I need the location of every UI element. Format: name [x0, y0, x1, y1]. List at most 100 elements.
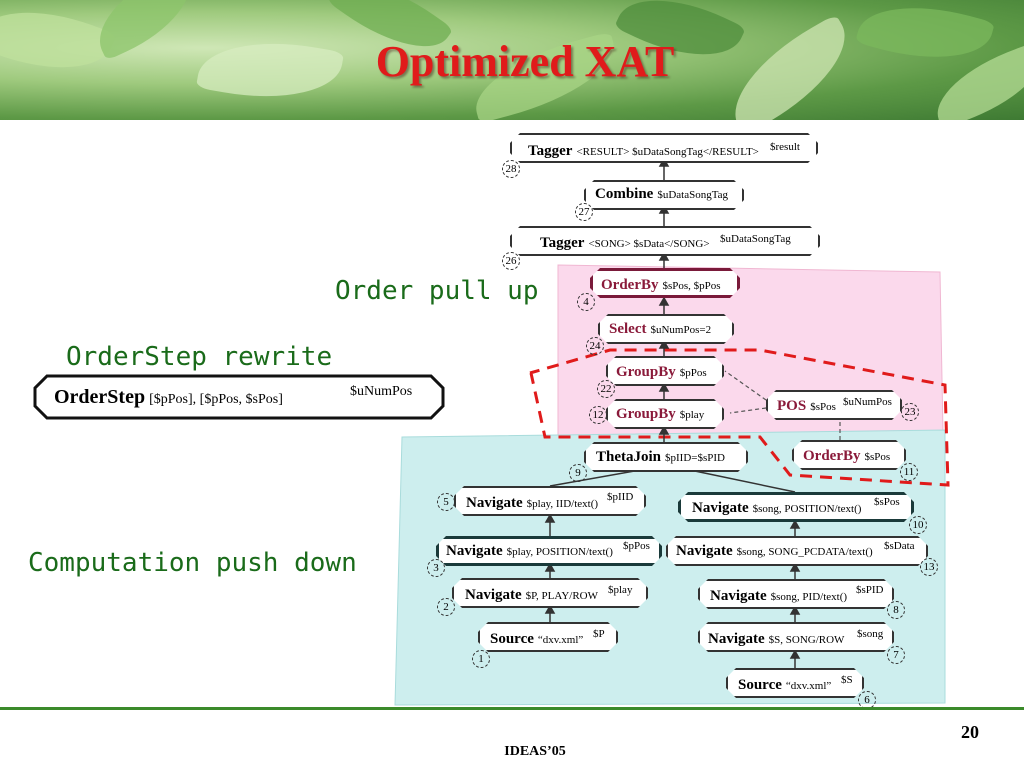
node-5-args: $play, IID/text(): [526, 498, 599, 510]
node-27-op: Combine: [595, 186, 654, 202]
node-28-label: Tagger <RESULT> $uDataSongTag</RESULT>: [528, 142, 759, 160]
node-12-number: 12: [589, 406, 607, 424]
node-23-pos[interactable]: [766, 390, 902, 420]
node-12-op: GroupBy: [616, 406, 676, 422]
node-23-label: POS $sPos: [777, 397, 836, 415]
node-11-orderby[interactable]: [792, 440, 906, 470]
node-9-number: 9: [569, 464, 587, 482]
footer-rule: [0, 707, 1024, 710]
node-22-args: $pPos: [679, 367, 707, 379]
node-7-args: $S, SONG/ROW: [768, 634, 845, 646]
node-22-groupby[interactable]: [606, 356, 724, 386]
node-28-op: Tagger: [528, 143, 573, 159]
node-6-op: Source: [738, 677, 782, 693]
node-8-label: Navigate $song, PID/text(): [710, 587, 847, 605]
node-2-navigate[interactable]: [452, 578, 648, 608]
node-13-navigate[interactable]: [666, 536, 928, 566]
node-10-navigate[interactable]: [678, 492, 914, 522]
node-24-number: 24: [586, 337, 604, 355]
node-22-number: 22: [597, 380, 615, 398]
label-orderstep-rewrite: OrderStep rewrite: [66, 342, 333, 372]
node-10-label: Navigate $song, POSITION/text(): [692, 499, 861, 517]
node-1-out: $P: [593, 628, 605, 640]
arrowhead: [658, 251, 670, 261]
node-2-op: Navigate: [465, 587, 522, 603]
footer-text: IDEAS’05: [504, 744, 566, 759]
node-1-op: Source: [490, 631, 534, 647]
node-7-out: $song: [857, 628, 884, 640]
node-26-args: <SONG> $sData</SONG>: [588, 238, 710, 250]
node-3-op: Navigate: [446, 543, 503, 559]
node-8-number: 8: [887, 601, 905, 619]
orderstep-node-shape: [33, 374, 445, 420]
node-2-args: $P, PLAY/ROW: [525, 590, 598, 602]
orderstep-node[interactable]: OrderStep [$pPos], [$pPos, $sPos]: [54, 386, 283, 409]
arrowhead: [544, 562, 556, 572]
slide-title: Optimized XAT: [375, 37, 675, 86]
arrowhead: [789, 519, 801, 529]
node-7-op: Navigate: [708, 631, 765, 647]
node-5-op: Navigate: [466, 495, 523, 511]
orderstep-out: $uNumPos: [350, 384, 413, 399]
node-11-number: 11: [900, 463, 918, 481]
node-27-number: 27: [575, 203, 593, 221]
orderstep-args: [$pPos], [$pPos, $sPos]: [149, 392, 283, 407]
node-6-args: “dxv.xml”: [785, 680, 832, 692]
node-24-select[interactable]: [598, 314, 734, 344]
node-3-out: $pPos: [623, 540, 650, 552]
node-24-label: Select $uNumPos=2: [609, 320, 711, 338]
node-1-number: 1: [472, 650, 490, 668]
node-1-label: Source “dxv.xml”: [490, 630, 583, 648]
node-10-number: 10: [909, 516, 927, 534]
node-5-number: 5: [437, 493, 455, 511]
node-24-op: Select: [609, 321, 647, 337]
arrowhead: [544, 513, 556, 523]
node-7-label: Navigate $S, SONG/ROW: [708, 630, 844, 648]
node-7-navigate[interactable]: [698, 622, 894, 652]
node-6-label: Source “dxv.xml”: [738, 676, 831, 694]
node-2-number: 2: [437, 598, 455, 616]
node-22-label: GroupBy $pPos: [616, 363, 707, 381]
node-8-navigate[interactable]: [698, 579, 894, 609]
node-13-args: $song, SONG_PCDATA/text(): [736, 546, 873, 558]
edge-23-22: [724, 370, 767, 401]
node-26-op: Tagger: [540, 235, 585, 251]
node-9-args: $pIID=$sPID: [665, 452, 725, 464]
node-9-thetajoin[interactable]: [584, 442, 748, 472]
node-28-out: $result: [770, 141, 800, 153]
node-28-tagger[interactable]: [510, 133, 818, 163]
node-3-args: $play, POSITION/text(): [506, 546, 613, 558]
node-4-orderby[interactable]: [590, 268, 740, 298]
arrowhead: [789, 605, 801, 615]
orderstep-op: OrderStep: [54, 386, 146, 408]
node-26-tagger[interactable]: [510, 226, 820, 256]
node-23-number: 23: [901, 403, 919, 421]
node-13-label: Navigate $song, SONG_PCDATA/text(): [676, 542, 873, 560]
node-4-label: OrderBy $sPos, $pPos: [601, 276, 721, 294]
node-6-source[interactable]: [726, 668, 864, 698]
node-12-groupby[interactable]: [606, 399, 724, 429]
node-6-out: $S: [841, 674, 853, 686]
node-1-source[interactable]: [478, 622, 618, 652]
edges: [544, 157, 801, 668]
node-3-label: Navigate $play, POSITION/text(): [446, 542, 613, 560]
arrowhead: [789, 562, 801, 572]
node-4-op: OrderBy: [601, 277, 659, 293]
node-4-args: $sPos, $pPos: [662, 280, 721, 292]
node-13-op: Navigate: [676, 543, 733, 559]
node-5-navigate[interactable]: [454, 486, 646, 516]
arrowhead: [544, 604, 556, 614]
node-24-args: $uNumPos=2: [650, 324, 712, 336]
node-5-out: $pIID: [607, 491, 634, 503]
arrowhead: [658, 382, 670, 392]
node-27-combine[interactable]: [584, 180, 744, 210]
label-computation-push-down: Computation push down: [28, 548, 357, 578]
page-number: 20: [961, 722, 979, 742]
node-8-op: Navigate: [710, 588, 767, 604]
node-10-args: $song, POSITION/text(): [752, 503, 862, 515]
node-27-args: $uDataSongTag: [657, 189, 729, 201]
node-3-navigate[interactable]: [436, 536, 662, 566]
dashed-boundary: [529, 348, 950, 487]
node-10-out: $sPos: [874, 496, 900, 508]
node-23-out: $uNumPos: [843, 396, 892, 408]
